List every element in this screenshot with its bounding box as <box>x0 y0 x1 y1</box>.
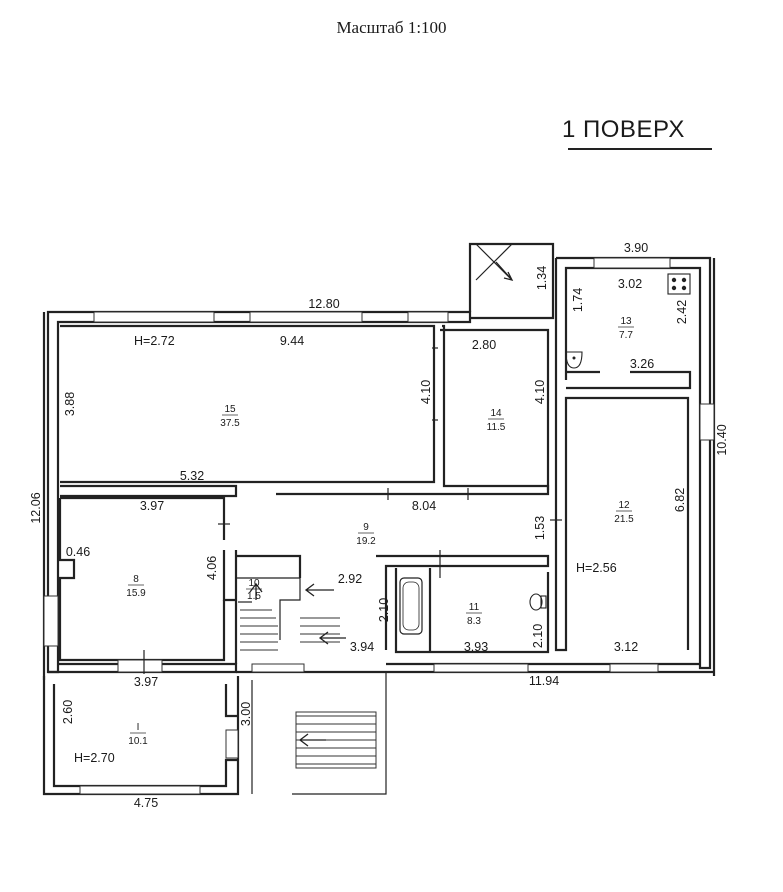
scale-title: Масштаб 1:100 <box>336 18 447 37</box>
sink-icon <box>565 351 583 369</box>
room-number: 9 <box>363 522 369 533</box>
room-I-label: I 10.1 <box>128 722 148 747</box>
dimensions-vertical: 3.88 4.10 4.10 1.34 1.74 2.42 10.40 6.82… <box>29 266 729 726</box>
door-marks <box>143 243 562 674</box>
room-number: 13 <box>620 316 632 327</box>
room-area: 15.9 <box>126 588 146 599</box>
room-8-label: 8 15.9 <box>126 574 146 599</box>
room-area: 8.3 <box>467 616 481 627</box>
room-11-label: 11 8.3 <box>466 602 482 627</box>
room-9-label: 9 19.2 <box>356 522 376 547</box>
dimension: 3.90 <box>624 241 648 255</box>
dimension: 3.97 <box>140 499 164 513</box>
room-labels: 15 37.5 14 11.5 13 7.7 12 21.5 9 19.2 8 … <box>126 316 634 747</box>
dimension: 2.92 <box>338 572 362 586</box>
dimension: 1.74 <box>571 288 585 312</box>
dimension: 2.60 <box>61 700 75 724</box>
windows <box>43 257 715 795</box>
dimension: 4.10 <box>533 380 547 404</box>
dimension: 3.26 <box>630 357 654 371</box>
dimension: 3.02 <box>618 277 642 291</box>
dimension: 10.40 <box>715 424 729 455</box>
dimension: 12.06 <box>29 492 43 523</box>
dimension: 12.80 <box>308 297 339 311</box>
floor-title-underline <box>568 148 712 150</box>
bathtub-icon <box>399 577 423 635</box>
dimension: 3.12 <box>614 640 638 654</box>
dimension: 0.46 <box>66 545 90 559</box>
room-15-label: 15 37.5 <box>220 404 240 429</box>
stairs-inner <box>240 609 340 651</box>
room-number: 8 <box>133 574 139 585</box>
dimension: 1.53 <box>533 516 547 540</box>
room-area: 21.5 <box>614 514 634 525</box>
dimension: 9.44 <box>280 334 304 348</box>
room-area: 37.5 <box>220 418 240 429</box>
dimension: 2.80 <box>472 338 496 352</box>
room-area: 10.1 <box>128 736 148 747</box>
dimension: 2.10 <box>377 598 391 622</box>
dimension: 2.10 <box>531 624 545 648</box>
dimension: 3.97 <box>134 675 158 689</box>
dimension: 3.94 <box>350 640 374 654</box>
dimension: 11.94 <box>529 674 559 688</box>
room-number: 11 <box>469 602 480 613</box>
dimension: 3.93 <box>464 640 488 654</box>
room-area: 7.7 <box>619 330 633 341</box>
room-10-label: 10 1.5 <box>246 578 262 602</box>
stove-icon <box>667 273 691 295</box>
room-area: 1.5 <box>247 591 261 602</box>
height-label: H=2.72 <box>134 334 175 348</box>
dimension: 3.00 <box>239 702 253 726</box>
ceiling-heights: H=2.72 H=2.56 H=2.70 <box>74 334 617 765</box>
dimension: 8.04 <box>412 499 436 513</box>
height-label: H=2.56 <box>576 561 617 575</box>
dimension: 1.34 <box>535 266 549 290</box>
dimension: 3.88 <box>63 392 77 416</box>
dimension: 4.75 <box>134 796 158 810</box>
dimension: 4.10 <box>419 380 433 404</box>
height-label: H=2.70 <box>74 751 115 765</box>
room-number: I <box>137 722 140 733</box>
dimension: 6.82 <box>673 488 687 512</box>
room-area: 19.2 <box>356 536 376 547</box>
dimension: 4.06 <box>205 556 219 580</box>
room-12-label: 12 21.5 <box>614 500 634 525</box>
dimension: 5.32 <box>180 469 204 483</box>
room-number: 14 <box>490 408 502 419</box>
toilet-icon <box>529 593 547 611</box>
room-14-label: 14 11.5 <box>487 408 506 433</box>
floor-title: 1 ПОВЕРХ <box>562 116 685 143</box>
stairs-porch <box>295 711 377 769</box>
room-number: 10 <box>248 578 260 589</box>
dimensions-horizontal: 12.80 9.44 2.80 3.90 3.02 3.26 5.32 3.97… <box>66 241 654 810</box>
dimension: 2.42 <box>675 300 689 324</box>
room-13-label: 13 7.7 <box>618 316 634 341</box>
room-number: 12 <box>618 500 630 511</box>
room-number: 15 <box>224 404 236 415</box>
room-area: 11.5 <box>487 422 506 433</box>
interior-walls <box>58 324 692 664</box>
